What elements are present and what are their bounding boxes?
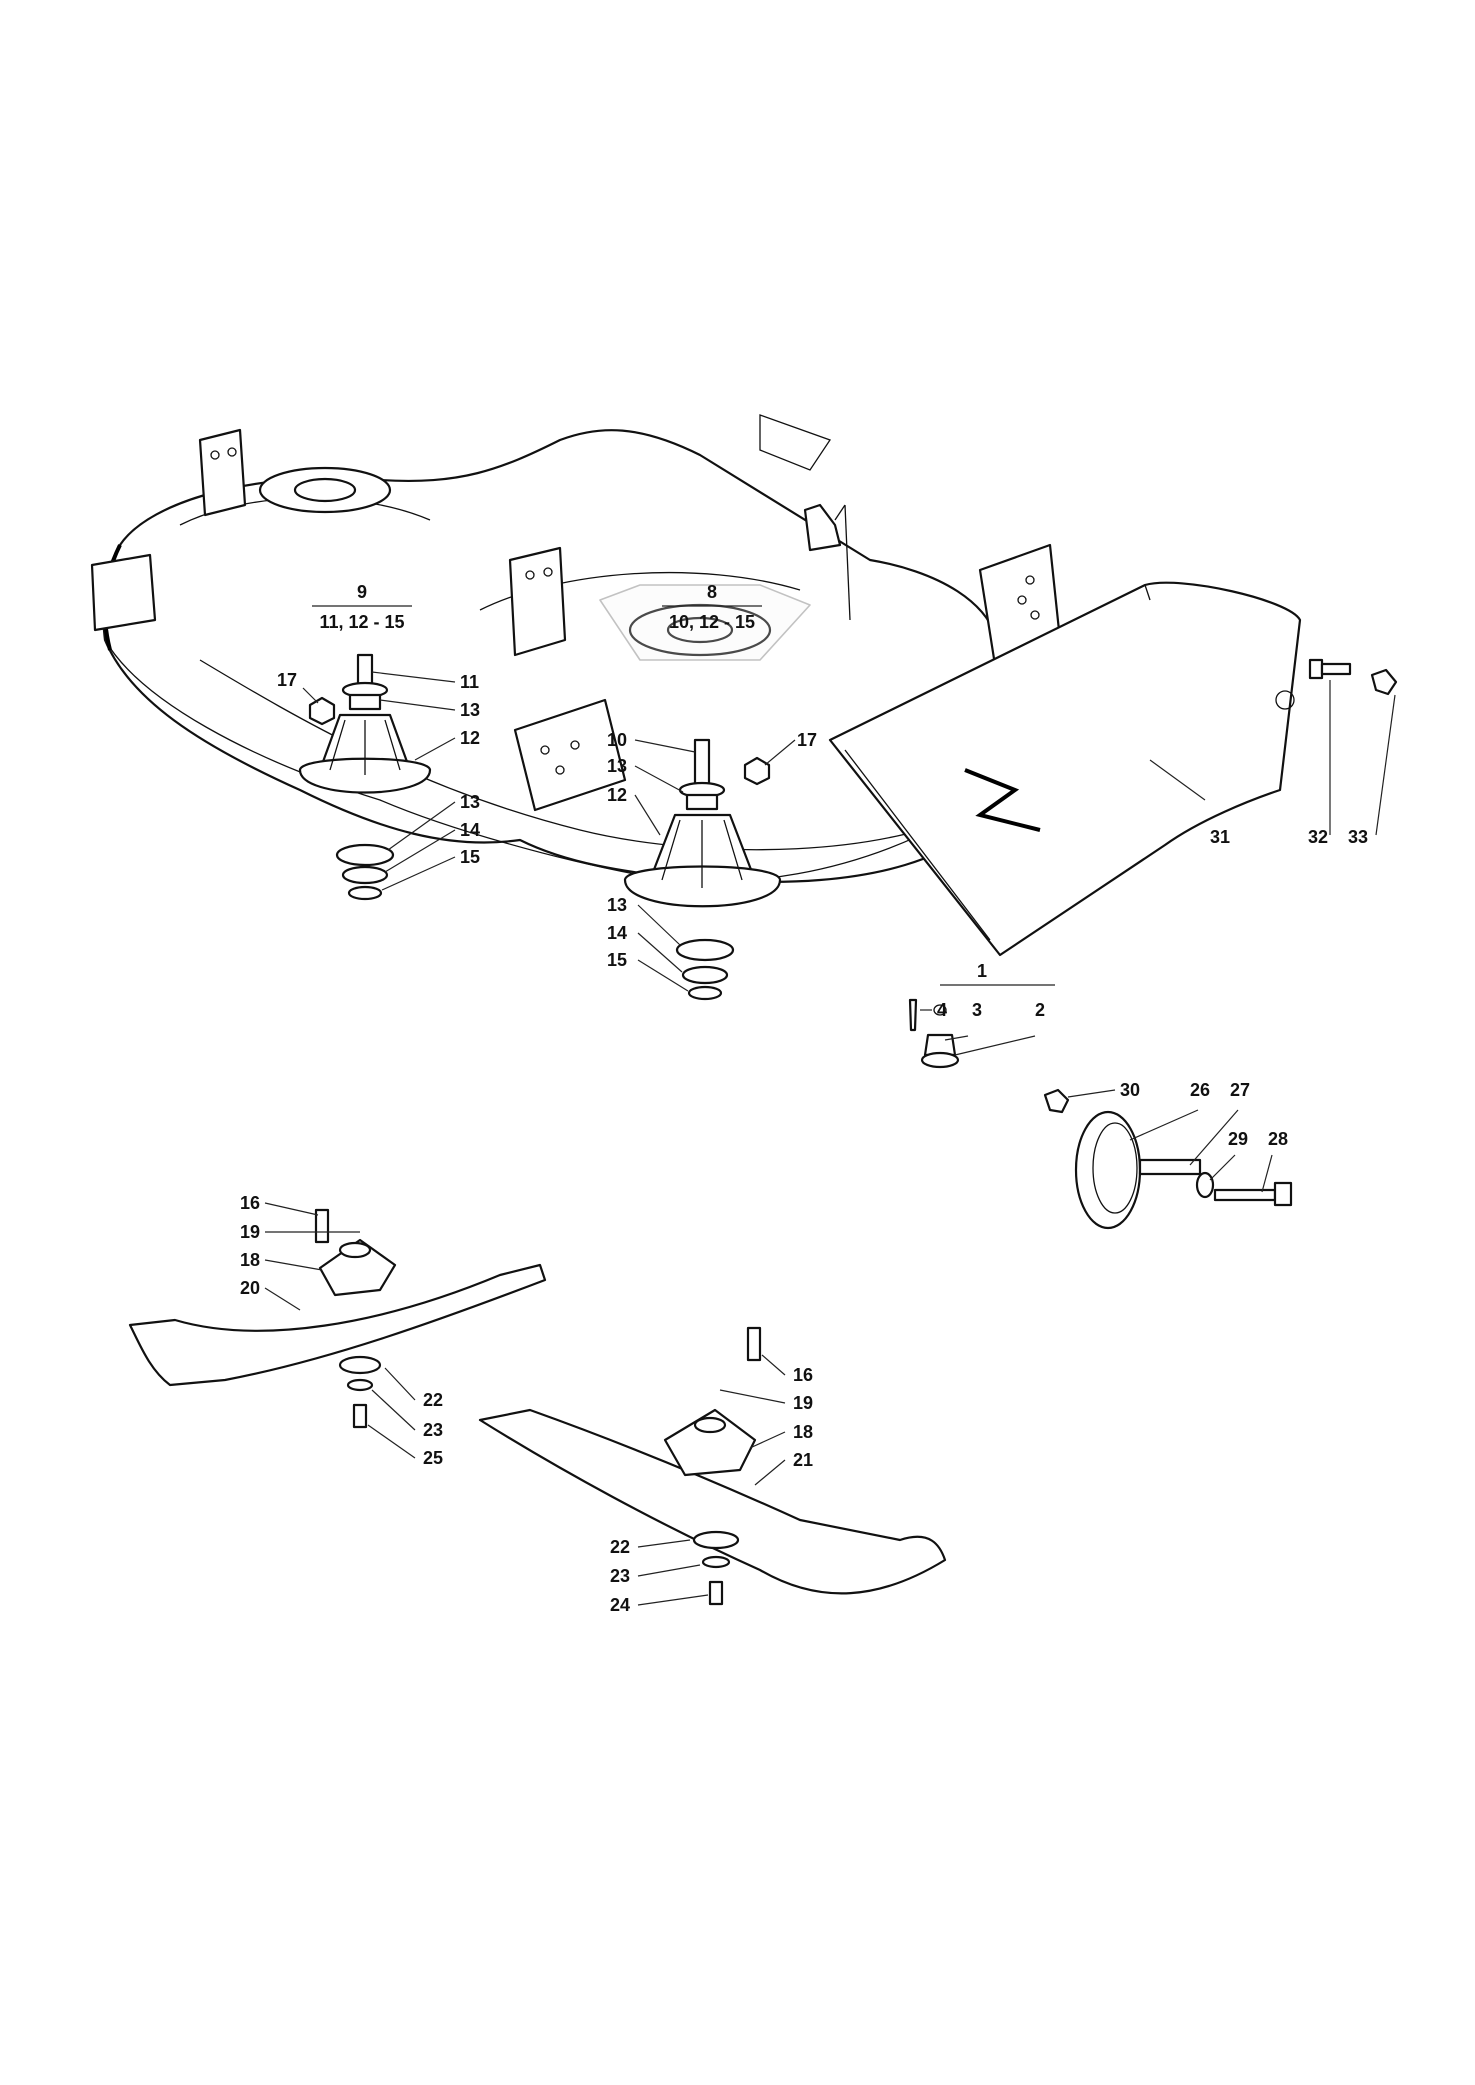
callout: 21 [793,1450,813,1470]
callout: 24 [610,1595,630,1615]
callout: 28 [1268,1129,1288,1149]
callout: 29 [1228,1129,1248,1149]
callout-labels: 17 11 13 12 13 14 15 10 13 12 17 13 14 1… [240,670,1368,1615]
svg-text:9: 9 [357,582,367,602]
callout: 11 [460,672,479,692]
callout: 13 [607,895,627,915]
callout: 2 [1035,1000,1045,1020]
bolt-32 [1308,658,1352,680]
callout: 20 [240,1278,260,1298]
callout: 27 [1230,1080,1250,1100]
callout: 17 [277,670,297,690]
callout: 12 [460,728,480,748]
callout: 33 [1348,827,1368,847]
callout: 13 [607,756,627,776]
callout: 13 [460,700,480,720]
leader-lines [264,671,1396,1606]
discharge-chute [828,581,1302,957]
callout: 31 [1210,827,1230,847]
svg-text:1: 1 [977,961,987,981]
callout: 22 [423,1390,443,1410]
callout: 17 [797,730,817,750]
callout: 26 [1190,1080,1210,1100]
callout: 19 [240,1222,260,1242]
spindle-assembly-left [298,653,432,901]
callout: 19 [793,1393,813,1413]
group-header-1: 1 [940,961,1055,986]
callout: 14 [460,820,480,840]
callout: 4 [937,1000,947,1020]
spindle-assembly-right [623,738,782,1001]
callout: 30 [1120,1080,1140,1100]
group-header-9: 9 11, 12 - 15 [312,582,412,632]
callout: 15 [607,950,627,970]
drive-belt [199,659,991,851]
group-header-8: 8 10, 12 - 15 [662,582,762,632]
callout: 18 [240,1250,260,1270]
callout: 18 [793,1422,813,1442]
callout: 10 [607,730,627,750]
callout: 12 [607,785,627,805]
nut-17-left [308,696,336,726]
nut-17-right [743,756,771,786]
nut-33 [1370,668,1398,696]
gauge-wheel [1074,1110,1293,1230]
svg-text:10, 12 - 15: 10, 12 - 15 [669,612,755,632]
callout: 14 [607,923,627,943]
callout: 23 [610,1566,630,1586]
callout: 25 [423,1448,443,1468]
callout: 22 [610,1537,630,1557]
callout: 16 [793,1365,813,1385]
svg-text:8: 8 [707,582,717,602]
blade-right [478,1326,947,1606]
callout: 15 [460,847,480,867]
callout: 3 [972,1000,982,1020]
callout: 32 [1308,827,1328,847]
lift-pin-assembly [908,998,960,1069]
callout: 16 [240,1193,260,1213]
callout: 23 [423,1420,443,1440]
callout: 13 [460,792,480,812]
blade-left [128,1208,547,1429]
nut-30 [1043,1088,1070,1114]
svg-text:11, 12 - 15: 11, 12 - 15 [319,612,404,632]
